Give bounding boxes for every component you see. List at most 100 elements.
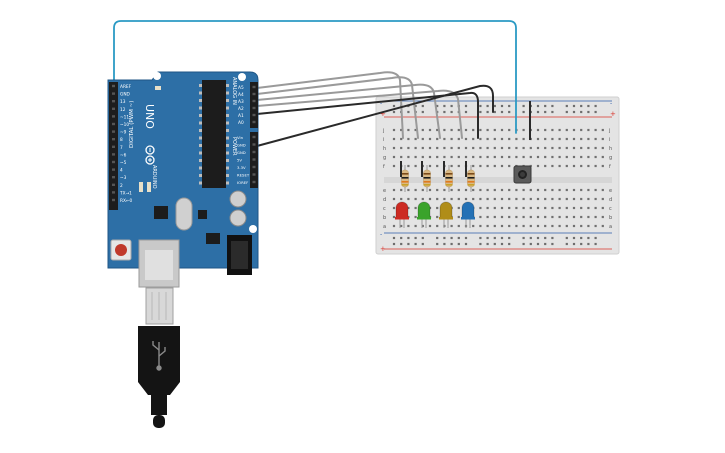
terminal-hole [544, 224, 547, 228]
digital-pin-label: 12 [120, 107, 126, 113]
rail-hole [565, 236, 568, 240]
terminal-hole [486, 215, 489, 219]
terminal-hole [500, 224, 504, 228]
terminal-hole [392, 215, 396, 219]
terminal-hole [421, 188, 424, 192]
row-letter: f [383, 164, 385, 170]
analog-header[interactable] [250, 82, 258, 128]
rail-hole [479, 242, 482, 246]
power-label: POWER [231, 137, 237, 156]
terminal-hole [414, 146, 417, 150]
chip-leg [226, 106, 229, 110]
rail-hole [500, 110, 504, 114]
terminal-hole [486, 155, 489, 159]
chip-leg [199, 106, 202, 110]
rail-minus-label-right: - [610, 100, 612, 107]
rail-hole [536, 242, 540, 246]
digital-pin-label: 8 [120, 137, 123, 143]
terminal-hole [580, 188, 583, 192]
terminal-hole [500, 164, 504, 168]
rail-hole [580, 104, 583, 108]
rail-hole [594, 110, 597, 114]
row-letter: e [383, 188, 386, 194]
header-pin [252, 85, 256, 89]
terminal-hole [421, 146, 424, 150]
terminal-hole [486, 128, 489, 132]
terminal-hole [572, 155, 576, 159]
chip-leg [199, 99, 202, 102]
terminal-hole [457, 215, 460, 219]
wire-analog-a2 [256, 89, 463, 139]
terminal-hole [536, 128, 540, 132]
terminal-hole [587, 188, 590, 192]
terminal-hole [601, 197, 604, 201]
terminal-hole [522, 206, 525, 210]
usb-strain-relief [151, 395, 167, 415]
power-pin-label: 3.3V [237, 165, 246, 170]
terminal-hole [572, 146, 576, 150]
resistors[interactable] [401, 165, 475, 192]
terminal-hole [558, 197, 561, 201]
header-pin [252, 150, 256, 154]
terminal-hole [414, 224, 417, 228]
terminal-hole [551, 188, 554, 192]
terminal-hole [551, 215, 554, 219]
terminal-hole [400, 146, 403, 150]
led-rim [417, 217, 431, 220]
resistor-band [467, 173, 475, 175]
chip-leg [199, 84, 202, 87]
digital-pin-label: TX→1 [119, 190, 132, 196]
row-letter: c [383, 206, 386, 212]
terminal-hole [529, 206, 532, 210]
push-button[interactable] [513, 165, 532, 184]
header-pin [112, 122, 115, 126]
terminal-hole [572, 197, 576, 201]
terminal-hole [500, 137, 504, 141]
wires[interactable] [113, 20, 517, 147]
terminal-hole [392, 164, 396, 168]
analog-label: ANALOG IN [231, 77, 237, 105]
rail-plus-label-right: + [610, 110, 616, 118]
rail-hole [493, 110, 496, 114]
capacitor [229, 209, 247, 227]
chip-leg [226, 166, 229, 170]
header-pin [112, 153, 115, 156]
header-pin [252, 106, 256, 110]
terminal-hole [472, 224, 475, 228]
terminal-hole [486, 164, 489, 168]
terminal-hole [572, 188, 576, 192]
terminal-hole [400, 224, 403, 228]
usb-cable[interactable] [138, 287, 180, 428]
rail-hole [457, 236, 460, 240]
terminal-hole [601, 215, 604, 219]
terminal-hole [587, 146, 590, 150]
terminal-hole [479, 128, 482, 132]
chip-leg [226, 144, 229, 147]
led [417, 201, 431, 219]
chip-leg [226, 181, 229, 185]
bottom-power-rail: - + [380, 231, 612, 253]
chip-leg [226, 99, 229, 102]
terminal-hole [529, 188, 532, 192]
resistor-band [401, 181, 409, 183]
rail-hole [400, 236, 403, 240]
header-pin [252, 135, 256, 139]
rail-hole [407, 236, 410, 240]
terminal-hole [428, 164, 432, 168]
header-pin [112, 191, 115, 194]
rail-hole [544, 242, 547, 246]
power-led [155, 86, 161, 90]
terminal-hole [572, 215, 576, 219]
rail-hole [493, 242, 496, 246]
terminal-hole [493, 155, 496, 159]
terminal-hole [529, 215, 532, 219]
rail-hole [407, 242, 410, 246]
terminal-hole [515, 206, 518, 210]
leds[interactable] [395, 201, 475, 228]
chip-leg [226, 136, 229, 140]
terminal-hole [428, 197, 432, 201]
resistor-band [423, 181, 431, 183]
